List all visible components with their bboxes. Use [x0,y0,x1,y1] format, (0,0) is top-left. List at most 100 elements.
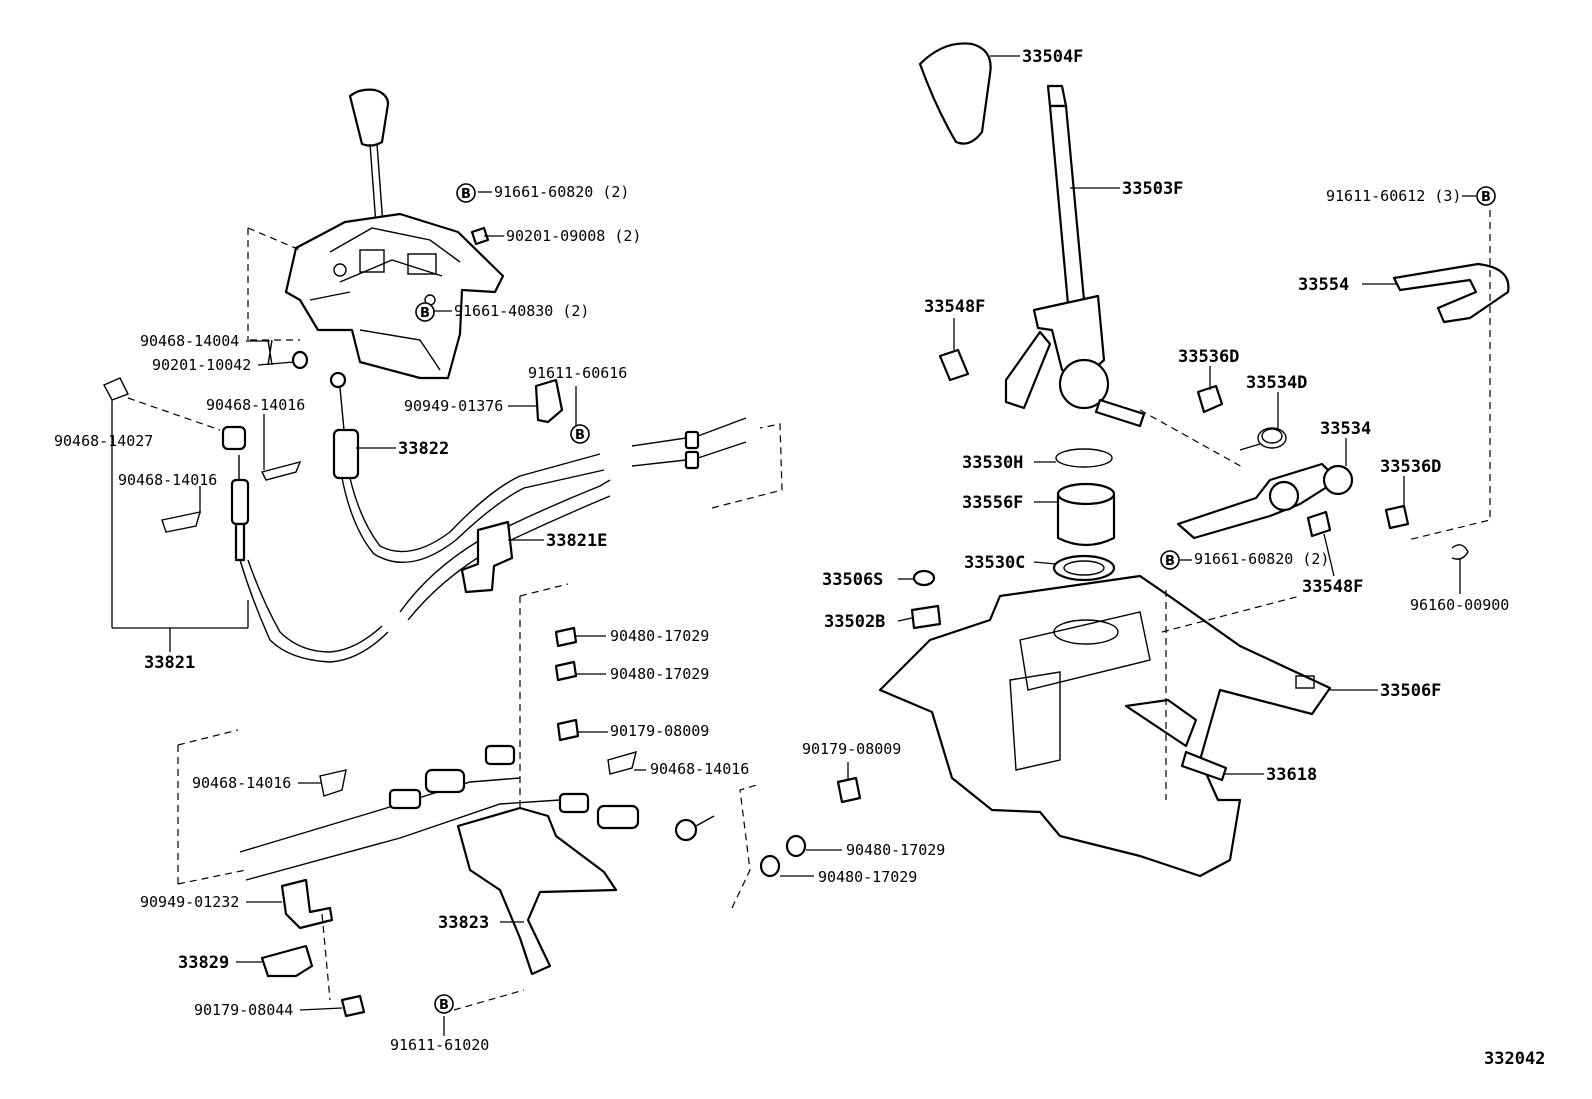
bushing-33502B [910,604,942,630]
label-90468-14004: 90468-14004 [140,332,239,350]
bracket-33821E [460,520,514,594]
bushing-33548F-a [938,348,970,382]
diagram-id: 332042 [1484,1049,1545,1069]
label-91661-40830: 91661-40830 (2) [454,302,589,320]
lower-cable-assembly [239,744,715,881]
spring-33534D [1239,427,1287,451]
bracket-33829 [260,944,314,978]
label-90468-14027: 90468-14027 [54,432,153,450]
bolt-marker-4: B [434,994,454,1014]
clamp-90949-01376 [534,378,564,424]
nut-90201-09008 [470,226,490,246]
shift-lever-housing [284,212,505,380]
clip-90468-14016-c [607,750,637,775]
cable-33821 [230,455,389,663]
bolt-marker-5: B [1476,186,1496,206]
label-33503F: 33503F [1122,179,1183,199]
pin-90468-14004 [267,339,273,366]
bolt-marker-3: B [570,424,590,444]
plate-33554 [1392,262,1510,324]
bolt-marker-1: B [456,183,476,203]
label-90179-08009-b: 90179-08009 [802,740,901,758]
clip-90468-14016-b [161,511,201,533]
bushing-33506S [912,569,936,587]
label-33530H: 33530H [962,453,1023,473]
label-90179-08044: 90179-08044 [194,1001,293,1019]
label-33530C: 33530C [964,553,1025,573]
cable-main-run [399,417,747,621]
bushing-33548F-b [1306,510,1332,538]
grommet-90480-17029-d [759,854,781,878]
label-33823: 33823 [438,913,489,933]
label-90480-17029-a: 90480-17029 [610,627,709,645]
seat-33556F [1056,482,1116,547]
label-33502B: 33502B [824,612,885,632]
label-90480-17029-d: 90480-17029 [818,868,917,886]
svg-text:B: B [575,428,585,443]
svg-text:B: B [1481,190,1491,205]
bracket-33506F [878,574,1332,878]
grommet-90480-17029-c [785,834,807,858]
clip-90468-14027 [103,377,129,401]
clip-90468-14016-d [319,769,347,797]
label-33534D: 33534D [1246,373,1307,393]
bolt-marker-6: B [1160,550,1180,570]
nut-90179-08044 [340,994,366,1018]
label-90949-01376: 90949-01376 [404,397,503,415]
grommet-90480-17029-b [554,660,578,682]
label-91611-61020: 91611-61020 [390,1036,489,1054]
svg-text:B: B [439,998,449,1013]
label-33534: 33534 [1320,419,1371,439]
washer-90201-10042 [291,350,309,370]
label-33536D-a: 33536D [1178,347,1239,367]
label-90949-01232: 90949-01232 [140,893,239,911]
label-90480-17029-c: 90480-17029 [846,841,945,859]
label-90179-08009-a: 90179-08009 [610,722,709,740]
shift-knob-33504F [918,42,992,145]
label-90480-17029-b: 90480-17029 [610,665,709,683]
ring-33530H [1055,448,1113,468]
label-33504F: 33504F [1022,47,1083,67]
label-90468-14016-d: 90468-14016 [192,774,291,792]
label-33829: 33829 [178,953,229,973]
label-91611-60616: 91611-60616 [528,364,627,382]
label-33554: 33554 [1298,275,1349,295]
label-33821E: 33821E [546,531,607,551]
left-shift-knob [348,88,390,226]
pin-33618 [1124,698,1228,782]
label-90468-14016-c: 90468-14016 [650,760,749,778]
label-96160-00900: 96160-00900 [1410,596,1509,614]
grommet-90179-08009-a [556,718,580,742]
label-91661-60820-r: 91661-60820 (2) [1194,550,1329,568]
svg-text:B: B [461,187,471,202]
clamp-90949-01232 [280,878,334,930]
label-33822: 33822 [398,439,449,459]
clip-96160-00900 [1451,544,1469,560]
label-33556F: 33556F [962,493,1023,513]
cable-33822 [329,371,605,564]
shift-lever-33503F [1004,84,1146,428]
label-33618: 33618 [1266,765,1317,785]
label-91661-60820: 91661-60820 (2) [494,183,629,201]
bracket-33823 [456,806,618,976]
clip-90468-14016-a [260,460,302,481]
label-33506F: 33506F [1380,681,1441,701]
label-90201-09008: 90201-09008 (2) [506,227,641,245]
svg-text:B: B [1165,554,1175,569]
grommet-90480-17029-a [554,626,578,648]
label-90468-14016-a: 90468-14016 [206,396,305,414]
bushing-33536D-b [1384,504,1410,530]
ring-33530C [1052,554,1116,582]
label-90201-10042: 90201-10042 [152,356,251,374]
leader-lines [111,55,1476,1036]
grommet-90179-08009-b [836,776,862,804]
label-91611-60612: 91611-60612 (3) [1326,187,1461,205]
lever-33534 [1176,462,1354,540]
label-33821: 33821 [144,653,195,673]
label-90468-14016-b: 90468-14016 [118,471,217,489]
label-33506S: 33506S [822,570,883,590]
label-33548F-b: 33548F [1302,577,1363,597]
bolt-marker-2: B [415,302,435,322]
label-33548F-a: 33548F [924,297,985,317]
